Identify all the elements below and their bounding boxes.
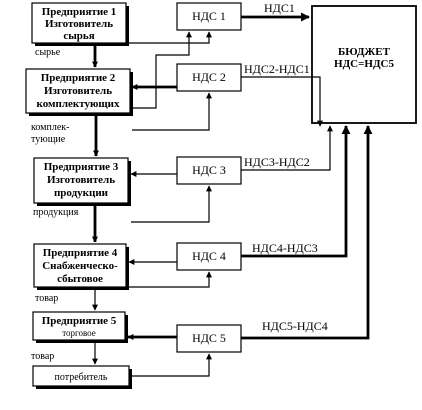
enterprise-3-box: Предприятие 3 Изготовитель продукции — [33, 157, 131, 206]
budget-subtitle: НДС=НДС5 — [334, 58, 394, 70]
vat-box-3: НДС 3 — [176, 156, 242, 185]
enterprise-5-line-1: торговое — [62, 328, 96, 338]
enterprise-4-box: Предприятие 4 Снабженческо- сбытовое — [33, 243, 129, 290]
arrow-enterprise-2-to-vat-1 — [132, 31, 192, 109]
enterprise-1-name: Предприятие 1 — [42, 6, 117, 18]
arrow-enterprise-1-to-vat-1 — [129, 31, 212, 44]
enterprise-5-box: Предприятие 5 торговое — [32, 311, 128, 343]
vat-box-2: НДС 2 — [176, 63, 242, 92]
budget-title: БЮДЖЕТ — [338, 46, 391, 58]
vat-box-2-label: НДС 2 — [192, 70, 226, 84]
enterprise-1-line-2: сырья — [63, 30, 94, 42]
enterprise-4-line-2: сбытовое — [57, 273, 103, 285]
enterprise-2-output-label-2: тующие — [31, 134, 66, 145]
vat-box-3-label: НДС 3 — [192, 163, 226, 177]
arrow-consumer-to-vat-5 — [130, 353, 212, 377]
arrow-vat-4-to-budget — [241, 125, 351, 258]
enterprise-1-box: Предприятие 1 Изготовитель сырья — [31, 2, 129, 46]
enterprise-1-output-label: сырье — [35, 47, 61, 58]
consumer-label: потребитель — [55, 372, 108, 383]
vat-flow-label-5: НДС5-НДС4 — [262, 319, 328, 333]
vat-box-5: НДС 5 — [176, 324, 242, 353]
arrow-vat-3-to-budget — [241, 125, 333, 171]
arrow-vat-5-to-budget — [241, 125, 373, 340]
enterprise-4-output-label: товар — [35, 293, 58, 304]
vat-box-4-label: НДС 4 — [192, 249, 226, 263]
vat-flow-label-3: НДС3-НДС2 — [244, 155, 310, 169]
arrow-enterprise-4-to-vat-4 — [129, 271, 212, 288]
budget-box: БЮДЖЕТ НДС=НДС5 — [311, 5, 417, 124]
enterprise-2-name: Предприятие 2 — [41, 72, 116, 84]
vat-flow-label-4: НДС4-НДС3 — [252, 241, 318, 255]
enterprise-2-line-1: Изготовитель — [44, 85, 112, 97]
arrow-enterprise-3-to-vat-3 — [131, 185, 212, 223]
enterprise-3-name: Предприятие 3 — [44, 161, 119, 173]
vat-box-1: НДС 1 — [176, 2, 242, 31]
vat-flow-label-2: НДС2-НДС1 — [244, 62, 310, 76]
enterprise-5-name: Предприятие 5 — [42, 315, 117, 327]
arrow-enterprise-2-to-vat-2 — [132, 92, 212, 131]
enterprise-4-name: Предприятие 4 — [43, 247, 118, 259]
arrow-vat-2-to-budget — [241, 76, 323, 127]
vat-box-5-label: НДС 5 — [192, 331, 226, 345]
vat-box-1-label: НДС 1 — [192, 9, 226, 23]
enterprise-2-output-label-1: комплек- — [31, 122, 69, 133]
enterprise-2-box: Предприятие 2 Изготовитель комплектующих — [25, 68, 133, 116]
vat-flow-label-1: НДС1 — [264, 1, 295, 15]
enterprise-3-line-2: продукции — [54, 187, 109, 199]
enterprise-3-line-1: Изготовитель — [47, 174, 115, 186]
enterprise-4-line-1: Снабженческо- — [42, 260, 118, 272]
vat-box-4: НДС 4 — [176, 242, 242, 271]
enterprise-2-line-2: комплектующих — [37, 98, 120, 110]
enterprise-5-output-label: товар — [31, 351, 54, 362]
enterprise-3-output-label: продукция — [33, 207, 79, 218]
consumer-box: потребитель — [32, 365, 132, 389]
enterprise-1-line-1: Изготовитель — [45, 18, 113, 30]
